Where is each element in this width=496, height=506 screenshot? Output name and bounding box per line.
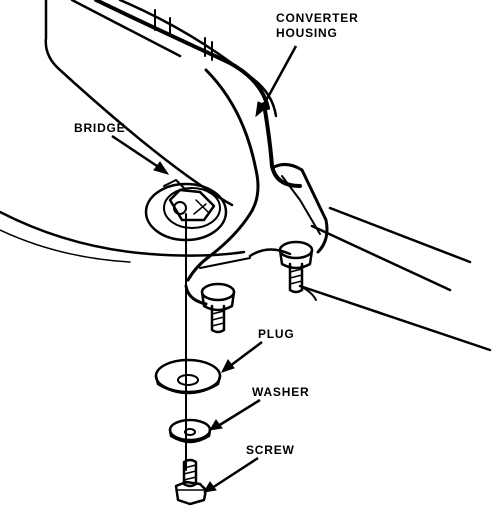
converter-housing-label: CONVERTER — [276, 11, 359, 25]
converter-housing-label-line2: HOUSING — [276, 26, 338, 40]
converter-housing — [44, 0, 302, 216]
washer-part — [168, 418, 212, 444]
plug-label: PLUG — [258, 327, 295, 341]
screw-label: SCREW — [246, 443, 295, 457]
mounting-bracket — [184, 163, 329, 306]
stud-bolt-right — [278, 240, 314, 294]
screw-part — [174, 458, 208, 506]
washer-label: WASHER — [252, 385, 309, 399]
plug-part — [154, 358, 222, 395]
leader-arrows — [111, 45, 298, 493]
stud-bolt-left — [200, 282, 236, 334]
transmission-case — [0, 206, 492, 352]
bridge-label: BRIDGE — [74, 121, 125, 135]
